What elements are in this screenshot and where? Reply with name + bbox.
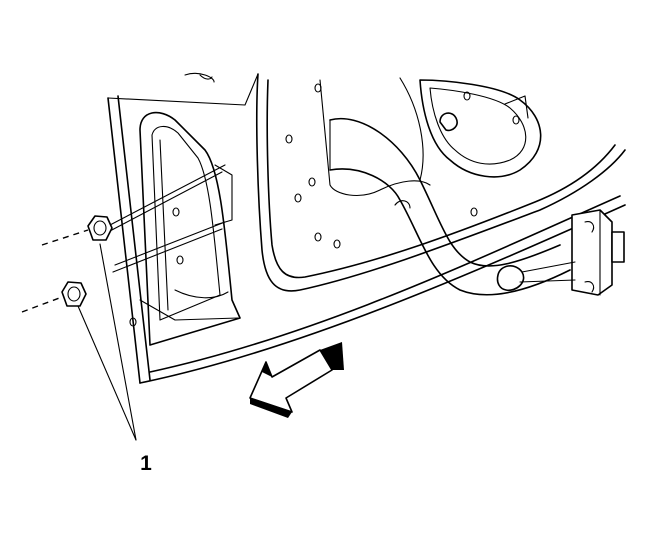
door-frame — [107, 72, 626, 384]
hinge-bracket — [129, 111, 241, 346]
wiring-harness — [329, 117, 625, 296]
centerline-upper — [41, 229, 89, 246]
inner-door-panel — [255, 73, 626, 292]
centerline-lower — [21, 296, 63, 313]
nut-upper — [87, 215, 113, 241]
mounting-studs — [107, 164, 226, 273]
forward-arrow-icon — [249, 342, 344, 418]
nut-lower — [61, 281, 87, 307]
callout-1-label: 1 — [140, 452, 152, 475]
callout-1-leaders — [77, 243, 137, 441]
